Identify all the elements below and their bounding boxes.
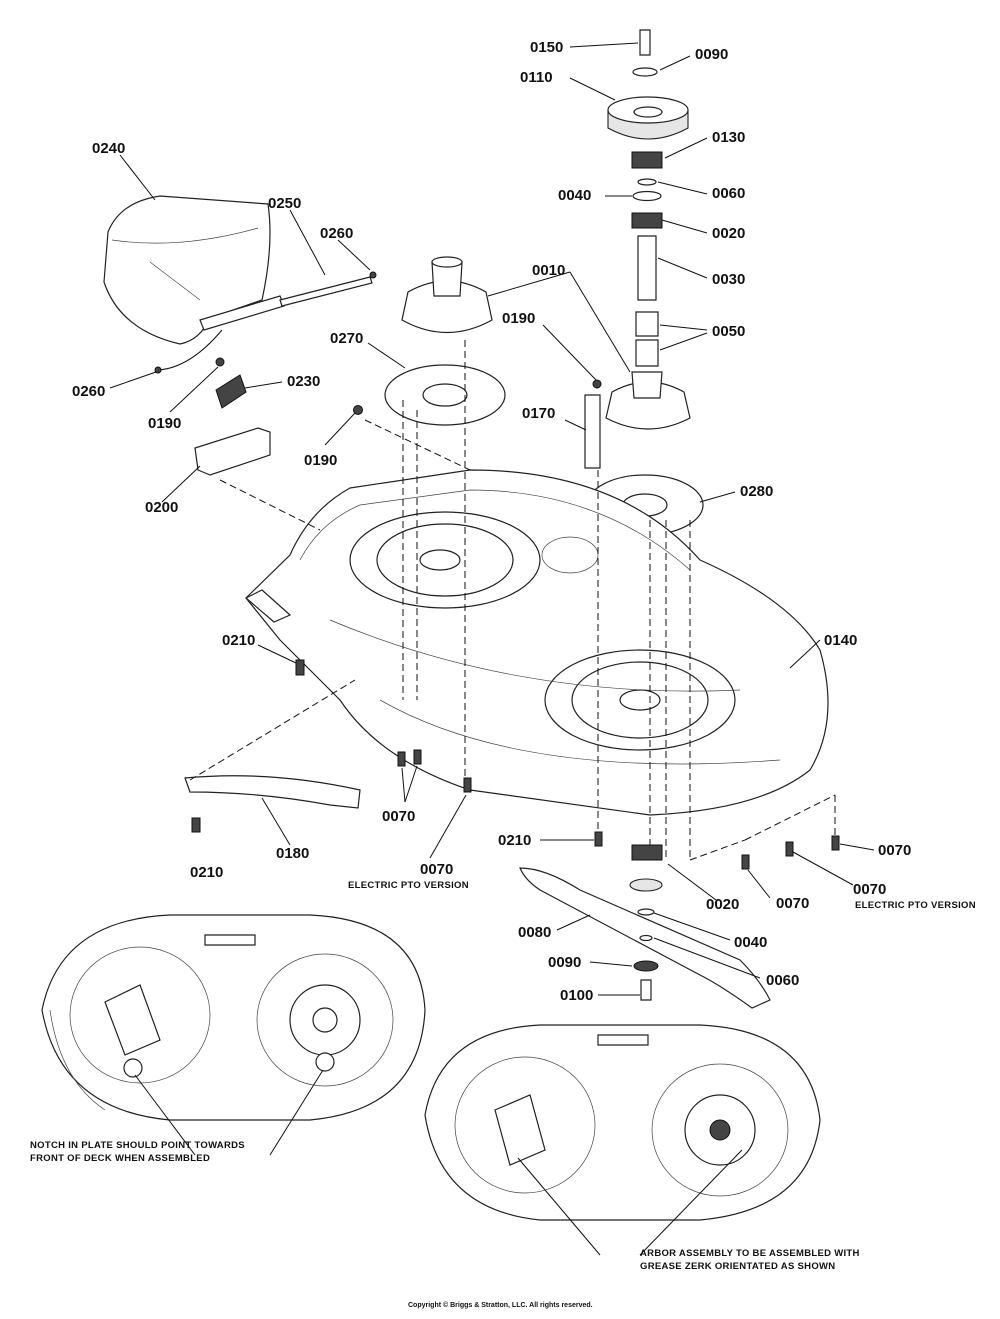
chute-0240 (103, 195, 271, 345)
nut-0190-left (215, 357, 225, 367)
bolt-0070-a (397, 751, 406, 767)
copyright-text: Copyright © Briggs & Stratton, LLC. All … (408, 1301, 593, 1309)
bushing-0050-b (635, 339, 659, 367)
nut-0190-right (592, 379, 602, 389)
callout-0020-top: 0020 (712, 225, 745, 242)
callout-0280: 0280 (740, 483, 773, 500)
deck-underside-view-left (41, 914, 426, 1121)
callout-0110: 0110 (520, 69, 553, 86)
leader-lines (109, 42, 875, 1256)
bolt-0070-b (413, 749, 422, 765)
callout-0130: 0130 (712, 129, 745, 146)
bolt-0070-pto-right (785, 841, 794, 857)
washer-0040 (632, 190, 662, 202)
callout-0070-pair: 0070 (382, 808, 415, 825)
shaft-0030 (637, 235, 657, 301)
note-arbor-line2: GREASE ZERK ORIENTATED AS SHOWN (640, 1261, 835, 1272)
callout-0210-b: 0210 (190, 864, 223, 881)
blade-stack (519, 844, 771, 1009)
note-arbor-line1: ARBOR ASSEMBLY TO BE ASSEMBLED WITH (640, 1248, 860, 1259)
bolt-0070-pto-left (463, 777, 472, 793)
rod-0250 (279, 276, 373, 307)
washer-0090-bottom (633, 960, 659, 972)
note-notch-line2: FRONT OF DECK WHEN ASSEMBLED (30, 1153, 210, 1164)
nut-0190-center (353, 405, 363, 415)
washer-0090-top (632, 67, 658, 77)
discharge-chute-assembly (103, 195, 377, 476)
callout-0210-a: 0210 (222, 632, 255, 649)
callout-0050: 0050 (712, 323, 745, 340)
callout-0140: 0140 (824, 632, 857, 649)
callout-0240: 0240 (92, 140, 125, 157)
note-notch-line1: NOTCH IN PLATE SHOULD POINT TOWARDS (30, 1140, 245, 1151)
clip-0260-right (369, 271, 377, 279)
callout-0180: 0180 (276, 845, 309, 862)
bolt-0150 (639, 29, 651, 56)
bearing-0020-bottom (631, 844, 663, 861)
callout-0190-center: 0190 (304, 452, 337, 469)
bushing-0050-a (635, 311, 659, 337)
bolt-0210-c (594, 831, 603, 847)
left-spindle-stack (353, 256, 506, 426)
bolt-0070-e (831, 835, 840, 851)
spring-0230 (215, 374, 247, 409)
note-pto-right: ELECTRIC PTO VERSION (855, 900, 976, 911)
bracket-0170 (584, 394, 601, 469)
callout-0260-left: 0260 (72, 383, 105, 400)
callout-0040-bottom: 0040 (734, 934, 767, 951)
callout-0070-pto-left: 0070 (420, 861, 453, 878)
callout-0070-d: 0070 (776, 895, 809, 912)
callout-0260-right: 0260 (320, 225, 353, 242)
assembly-guide-lines (189, 340, 836, 861)
bracket-0200 (194, 427, 271, 476)
deck-housing-0140 (244, 469, 829, 816)
clip-0260-left (154, 366, 162, 374)
deck-underside-view-right (424, 1024, 821, 1221)
callout-0270: 0270 (330, 330, 363, 347)
spacer-0060 (637, 178, 657, 186)
callout-0200: 0200 (145, 499, 178, 516)
arbor-left-underside (494, 1094, 546, 1166)
bearing-0130 (631, 151, 663, 169)
callout-labels: 0150 0090 0110 0130 0040 0060 0020 0030 … (72, 39, 976, 1004)
bolt-0210-a (295, 659, 305, 676)
callout-0060-bottom: 0060 (766, 972, 799, 989)
callout-0150: 0150 (530, 39, 563, 56)
bolt-0100 (640, 979, 652, 1001)
callout-0070-e: 0070 (878, 842, 911, 859)
callout-0090-bottom: 0090 (548, 954, 581, 971)
notch-marker-right (315, 1052, 335, 1072)
notch-marker-left (123, 1058, 143, 1078)
callout-0060-top: 0060 (712, 185, 745, 202)
callout-0070-pto-right: 0070 (853, 881, 886, 898)
callout-0040-top: 0040 (558, 187, 591, 204)
callout-0230: 0230 (287, 373, 320, 390)
bearing-0020-top (631, 212, 663, 229)
callout-0020-bottom: 0020 (706, 896, 739, 913)
right-spindle-stack (584, 29, 704, 536)
assembly-notes: NOTCH IN PLATE SHOULD POINT TOWARDS FRON… (30, 1140, 860, 1272)
baffle-0180 (184, 775, 361, 809)
callout-0190-right: 0190 (502, 310, 535, 327)
note-pto-left: ELECTRIC PTO VERSION (348, 880, 469, 891)
callout-0080: 0080 (518, 924, 551, 941)
callout-0190-left: 0190 (148, 415, 181, 432)
callout-0030: 0030 (712, 271, 745, 288)
bolt-0210-b (191, 817, 201, 833)
bolt-0070-d (741, 854, 750, 870)
callout-0250: 0250 (268, 195, 301, 212)
callout-0210-c: 0210 (498, 832, 531, 849)
callout-0170: 0170 (522, 405, 555, 422)
callout-0010: 0010 (532, 262, 565, 279)
deck-fasteners (184, 659, 840, 870)
callout-0100: 0100 (560, 987, 593, 1004)
plate-left-underside (104, 984, 161, 1056)
callout-0090-top: 0090 (695, 46, 728, 63)
